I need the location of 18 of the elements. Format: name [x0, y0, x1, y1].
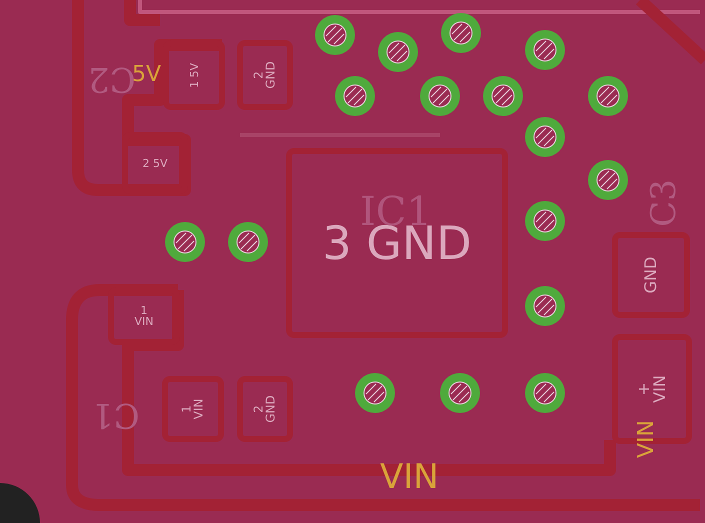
solder-pad: [286, 148, 508, 338]
solder-pad: [237, 376, 293, 442]
solder-pad: [162, 376, 224, 442]
pad-label: GND: [643, 256, 659, 296]
solder-pad: [612, 232, 690, 318]
pad-label: 1 VIN: [134, 305, 154, 327]
pad-label: 2 GND: [253, 394, 277, 425]
net-label: VIN: [636, 420, 658, 458]
pad-label: 1 VIN: [181, 398, 205, 422]
net-label: 5V: [132, 64, 162, 86]
reference-designator: C1: [92, 398, 140, 432]
pad-label: + VIN: [636, 374, 668, 405]
pad-label: 1 5V: [188, 61, 200, 90]
solder-pad: [163, 40, 225, 110]
pad-label: 2 5V: [141, 158, 169, 168]
pad-label: 2 GND: [253, 60, 277, 91]
net-label: VIN: [380, 460, 439, 494]
solder-pad: [237, 40, 293, 110]
